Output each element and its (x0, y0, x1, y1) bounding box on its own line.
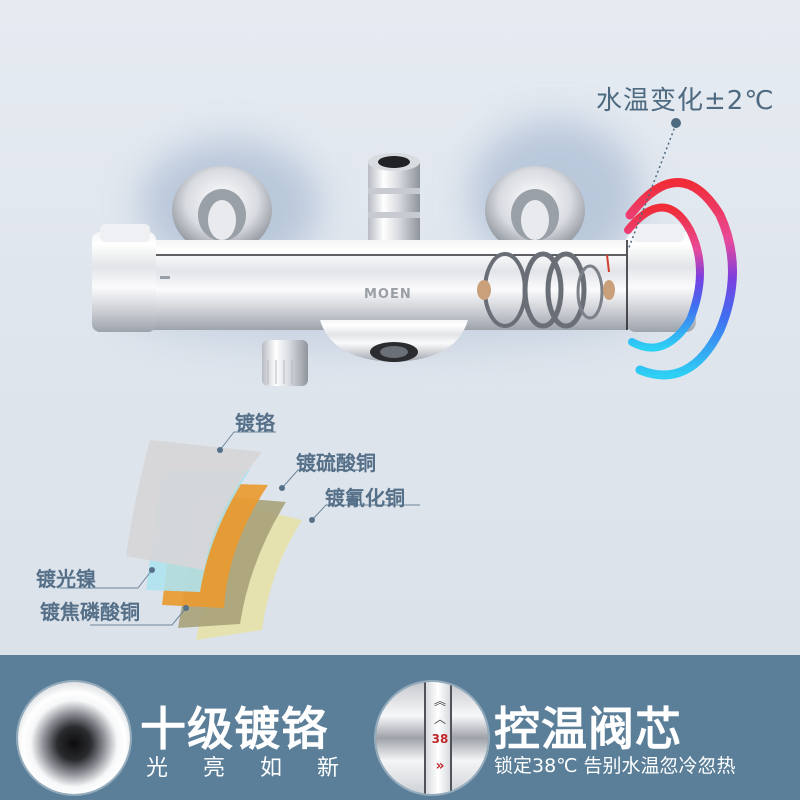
thermostatic-valve-illustration (92, 123, 737, 386)
chrome-ball-image (18, 682, 130, 794)
layer-label-copper-pyrophosphate: 镀焦磷酸铜 (40, 600, 140, 624)
chevron-up-icon: ︿ (433, 712, 446, 726)
feature-title-thermostatic-cartridge: 控温阀芯 (494, 702, 682, 756)
plating-layers-diagram (60, 431, 420, 640)
feature-title-chrome-plating: 十级镀铬 (140, 702, 328, 756)
temperature-variation-label: 水温变化±2℃ (596, 86, 775, 116)
chevron-double-down-icon: » (435, 758, 445, 774)
layer-label-bright-nickel: 镀光镍 (36, 567, 96, 591)
feature-band: 十级镀铬 光 亮 如 新 ︽ ︿ 38 » 控温阀芯 锁定38℃ 告别水温忽冷忽… (0, 655, 800, 800)
callout-dot (671, 118, 681, 128)
layer-label-chrome: 镀铬 (235, 411, 275, 435)
dial-number: 38 (431, 732, 449, 746)
layer-label-copper-sulfate: 镀硫酸铜 (296, 451, 376, 475)
brand-logo: MOEN (364, 287, 412, 302)
temperature-dial-image: ︽ ︿ 38 » (376, 682, 488, 794)
chevron-double-up-icon: ︽ (433, 694, 446, 708)
dial-ring (424, 682, 452, 794)
feature-subtitle-chrome-plating: 光 亮 如 新 (146, 756, 353, 781)
product-showcase: 水温变化±2℃ (0, 0, 800, 655)
layer-label-copper-cyanide: 镀氰化铜 (325, 486, 405, 510)
feature-subtitle-thermostatic-cartridge: 锁定38℃ 告别水温忽冷忽热 (494, 755, 736, 777)
